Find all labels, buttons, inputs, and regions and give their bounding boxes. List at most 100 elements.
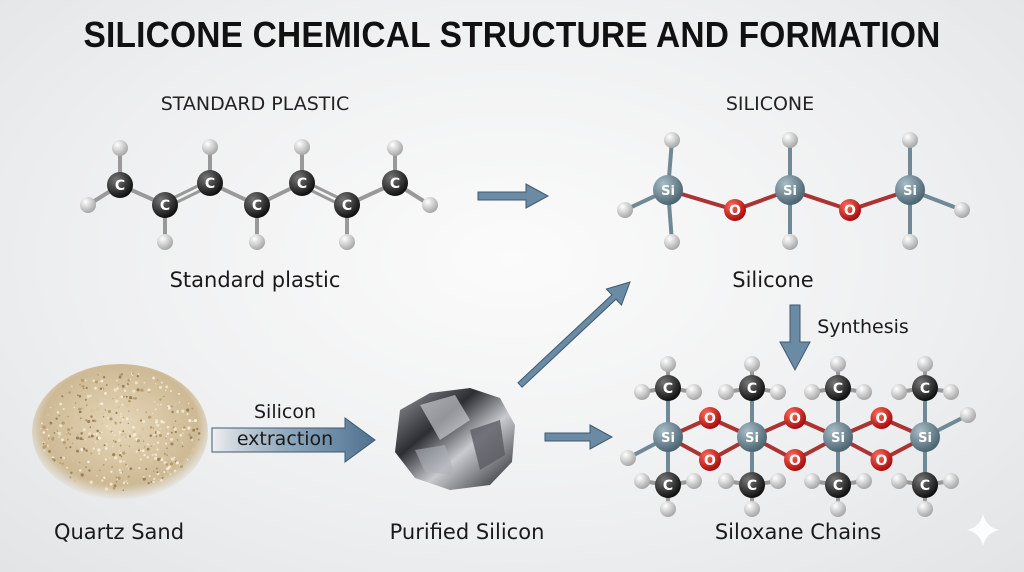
carbon-symbol: C — [297, 176, 307, 192]
silicon-symbol: Si — [918, 431, 932, 446]
carbon-atom: C — [912, 375, 938, 401]
oxygen-atom: O — [784, 449, 806, 471]
carbon-atom: C — [289, 170, 315, 196]
silicon-atom: Si — [823, 422, 853, 452]
hydrogen-atom — [960, 407, 976, 423]
carbon-symbol: C — [252, 198, 262, 214]
page-title: SILICONE CHEMICAL STRUCTURE AND FORMATIO… — [83, 14, 941, 55]
hydrogen-atom — [686, 384, 702, 400]
silicon-symbol: Si — [745, 431, 759, 446]
silicon-atom: Si — [895, 175, 925, 205]
hydrogen-atom — [718, 473, 734, 489]
standard-plastic-molecule: C C C C C C C — [80, 139, 438, 250]
oxygen-symbol: O — [704, 453, 716, 469]
hydrogen-atom — [249, 234, 265, 250]
silicon-atom: Si — [653, 422, 683, 452]
hydrogen-atom — [744, 501, 760, 517]
carbon-symbol: C — [115, 178, 125, 194]
carbon-symbol: C — [663, 381, 673, 397]
oxygen-atom: O — [839, 199, 861, 221]
hydrogen-atom — [830, 356, 846, 372]
arrow-down-icon — [779, 304, 811, 372]
silicon-symbol: Si — [783, 184, 797, 199]
hydrogen-atom — [634, 384, 650, 400]
arrow-silicon-extraction-icon — [211, 417, 376, 463]
oxygen-symbol: O — [729, 203, 741, 219]
quartz-sand-image — [32, 364, 208, 500]
hydrogen-atom — [804, 384, 820, 400]
silicon-atom: Si — [653, 175, 683, 205]
hydrogen-atom — [664, 132, 680, 148]
label-synthesis: Synthesis — [817, 316, 909, 338]
hydrogen-atom — [770, 473, 786, 489]
silicon-symbol: Si — [831, 431, 845, 446]
silicone-molecule: SiO SiO Si — [617, 132, 970, 250]
carbon-symbol: C — [920, 381, 930, 397]
hydrogen-atom — [157, 234, 173, 250]
heading-silicone: SILICONE — [725, 93, 815, 115]
hydrogen-atom — [856, 473, 872, 489]
silicon-atom: Si — [910, 422, 940, 452]
oxygen-atom: O — [699, 407, 721, 429]
carbon-atom: C — [334, 192, 360, 218]
oxygen-symbol: O — [876, 411, 888, 427]
hydrogen-atom — [112, 140, 128, 156]
arrow-right-icon — [544, 424, 614, 450]
label-purified-silicon: Purified Silicon — [389, 520, 545, 544]
hydrogen-atom — [902, 132, 918, 148]
carbon-atom: C — [197, 170, 223, 196]
hydrogen-atom — [891, 384, 907, 400]
oxygen-symbol: O — [704, 411, 716, 427]
hydrogen-atom — [617, 202, 633, 218]
hydrogen-atom — [634, 473, 650, 489]
hydrogen-atom — [660, 501, 676, 517]
carbon-symbol: C — [390, 176, 400, 192]
carbon-atom: C — [912, 472, 938, 498]
silicon-symbol: Si — [661, 431, 675, 446]
hydrogen-atom — [660, 356, 676, 372]
purified-silicon-image — [395, 388, 515, 490]
hydrogen-atom — [620, 450, 636, 466]
sparkle-icon — [967, 514, 999, 546]
hydrogen-atom — [80, 197, 96, 213]
label-siloxane-chains: Siloxane Chains — [714, 520, 882, 544]
carbon-symbol: C — [663, 478, 673, 494]
silicon-atom: Si — [737, 422, 767, 452]
hydrogen-atom — [686, 473, 702, 489]
hydrogen-atom — [804, 473, 820, 489]
oxygen-atom: O — [699, 449, 721, 471]
carbon-atom: C — [655, 472, 681, 498]
hydrogen-atom — [943, 384, 959, 400]
carbon-atom: C — [382, 170, 408, 196]
carbon-atom: C — [244, 192, 270, 218]
label-silicone: Silicone — [732, 268, 814, 292]
oxygen-symbol: O — [789, 411, 801, 427]
carbon-symbol: C — [747, 478, 757, 494]
hydrogen-atom — [782, 234, 798, 250]
carbon-atom: C — [152, 192, 178, 218]
hydrogen-atom — [917, 501, 933, 517]
carbon-symbol: C — [342, 198, 352, 214]
silicon-atom: Si — [775, 175, 805, 205]
silicon-symbol: Si — [903, 184, 917, 199]
silicon-symbol: Si — [661, 184, 675, 199]
hydrogen-atom — [718, 384, 734, 400]
carbon-symbol: C — [160, 198, 170, 214]
carbon-atom: C — [825, 472, 851, 498]
hydrogen-atom — [782, 132, 798, 148]
hydrogen-atom — [744, 356, 760, 372]
hydrogen-atom — [902, 234, 918, 250]
oxygen-symbol: O — [844, 203, 856, 219]
hydrogen-atom — [422, 197, 438, 213]
hydrogen-atom — [917, 356, 933, 372]
arrow-diagonal-icon — [517, 281, 631, 388]
carbon-atom: C — [107, 172, 133, 198]
hydrogen-atom — [943, 473, 959, 489]
carbon-symbol: C — [833, 381, 843, 397]
carbon-atom: C — [825, 375, 851, 401]
hydrogen-atom — [387, 140, 403, 156]
hydrogen-atom — [202, 139, 218, 155]
oxygen-symbol: O — [789, 453, 801, 469]
